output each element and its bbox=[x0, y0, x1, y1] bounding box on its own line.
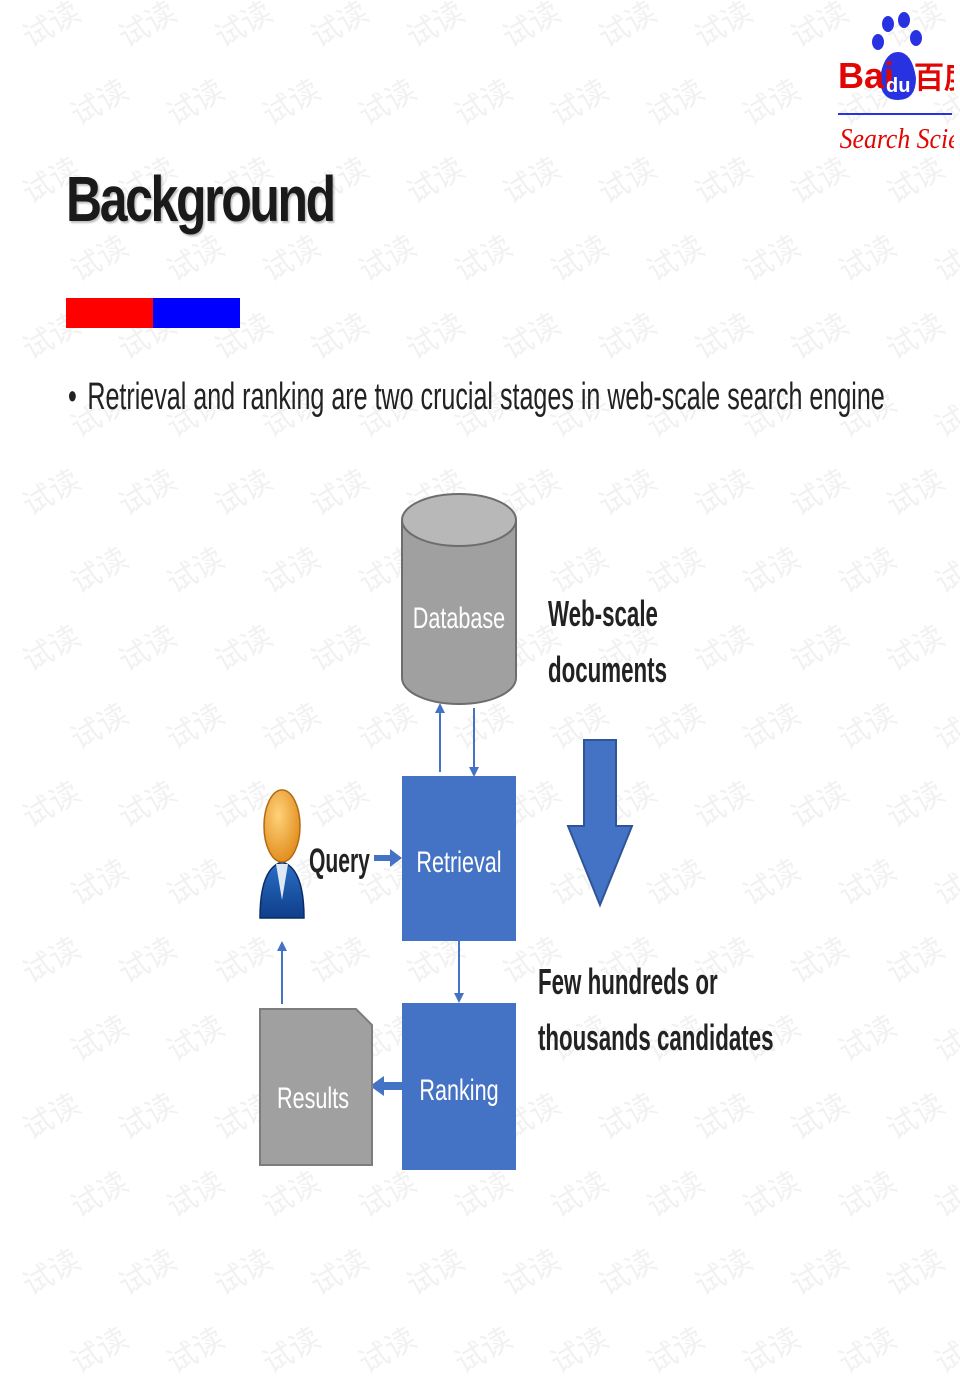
accent-red-segment bbox=[66, 298, 153, 328]
slide-title: Background bbox=[66, 163, 336, 235]
results-document: Results bbox=[259, 1008, 373, 1166]
user-icon bbox=[259, 789, 305, 919]
bullet-point: •Retrieval and ranking are two crucial s… bbox=[68, 376, 885, 419]
web-scale-line1: Web-scale bbox=[548, 595, 658, 635]
logo-text-left: Bai bbox=[838, 55, 894, 96]
database-cylinder: Database bbox=[401, 493, 517, 705]
retrieval-box: Retrieval bbox=[402, 776, 516, 941]
web-scale-line2: documents bbox=[548, 651, 667, 691]
arrow-ranking-to-results bbox=[370, 1076, 402, 1096]
bullet-dot: • bbox=[68, 376, 77, 418]
logo-tagline: Search Science bbox=[840, 123, 954, 154]
accent-blue-segment bbox=[153, 298, 240, 328]
ranking-box: Ranking bbox=[402, 1003, 516, 1170]
logo-text-right: 百度 bbox=[914, 61, 954, 96]
arrow-query-to-retrieval bbox=[374, 849, 402, 867]
candidates-line1: Few hundreds or bbox=[538, 963, 718, 1003]
retrieval-label: Retrieval bbox=[416, 844, 501, 878]
baidu-logo: Bai du 百度 Search Science bbox=[838, 12, 954, 154]
query-label: Query bbox=[309, 841, 370, 879]
candidates-line2: thousands candidates bbox=[538, 1019, 774, 1059]
title-accent-bar bbox=[66, 298, 240, 328]
database-label: Database bbox=[413, 600, 505, 634]
results-label: Results bbox=[277, 1080, 349, 1114]
reduction-arrow bbox=[566, 739, 634, 908]
paw-icon bbox=[872, 12, 922, 100]
bullet-text: Retrieval and ranking are two crucial st… bbox=[87, 376, 885, 418]
ranking-label: Ranking bbox=[419, 1072, 498, 1106]
logo-text-paw: du bbox=[886, 75, 910, 97]
